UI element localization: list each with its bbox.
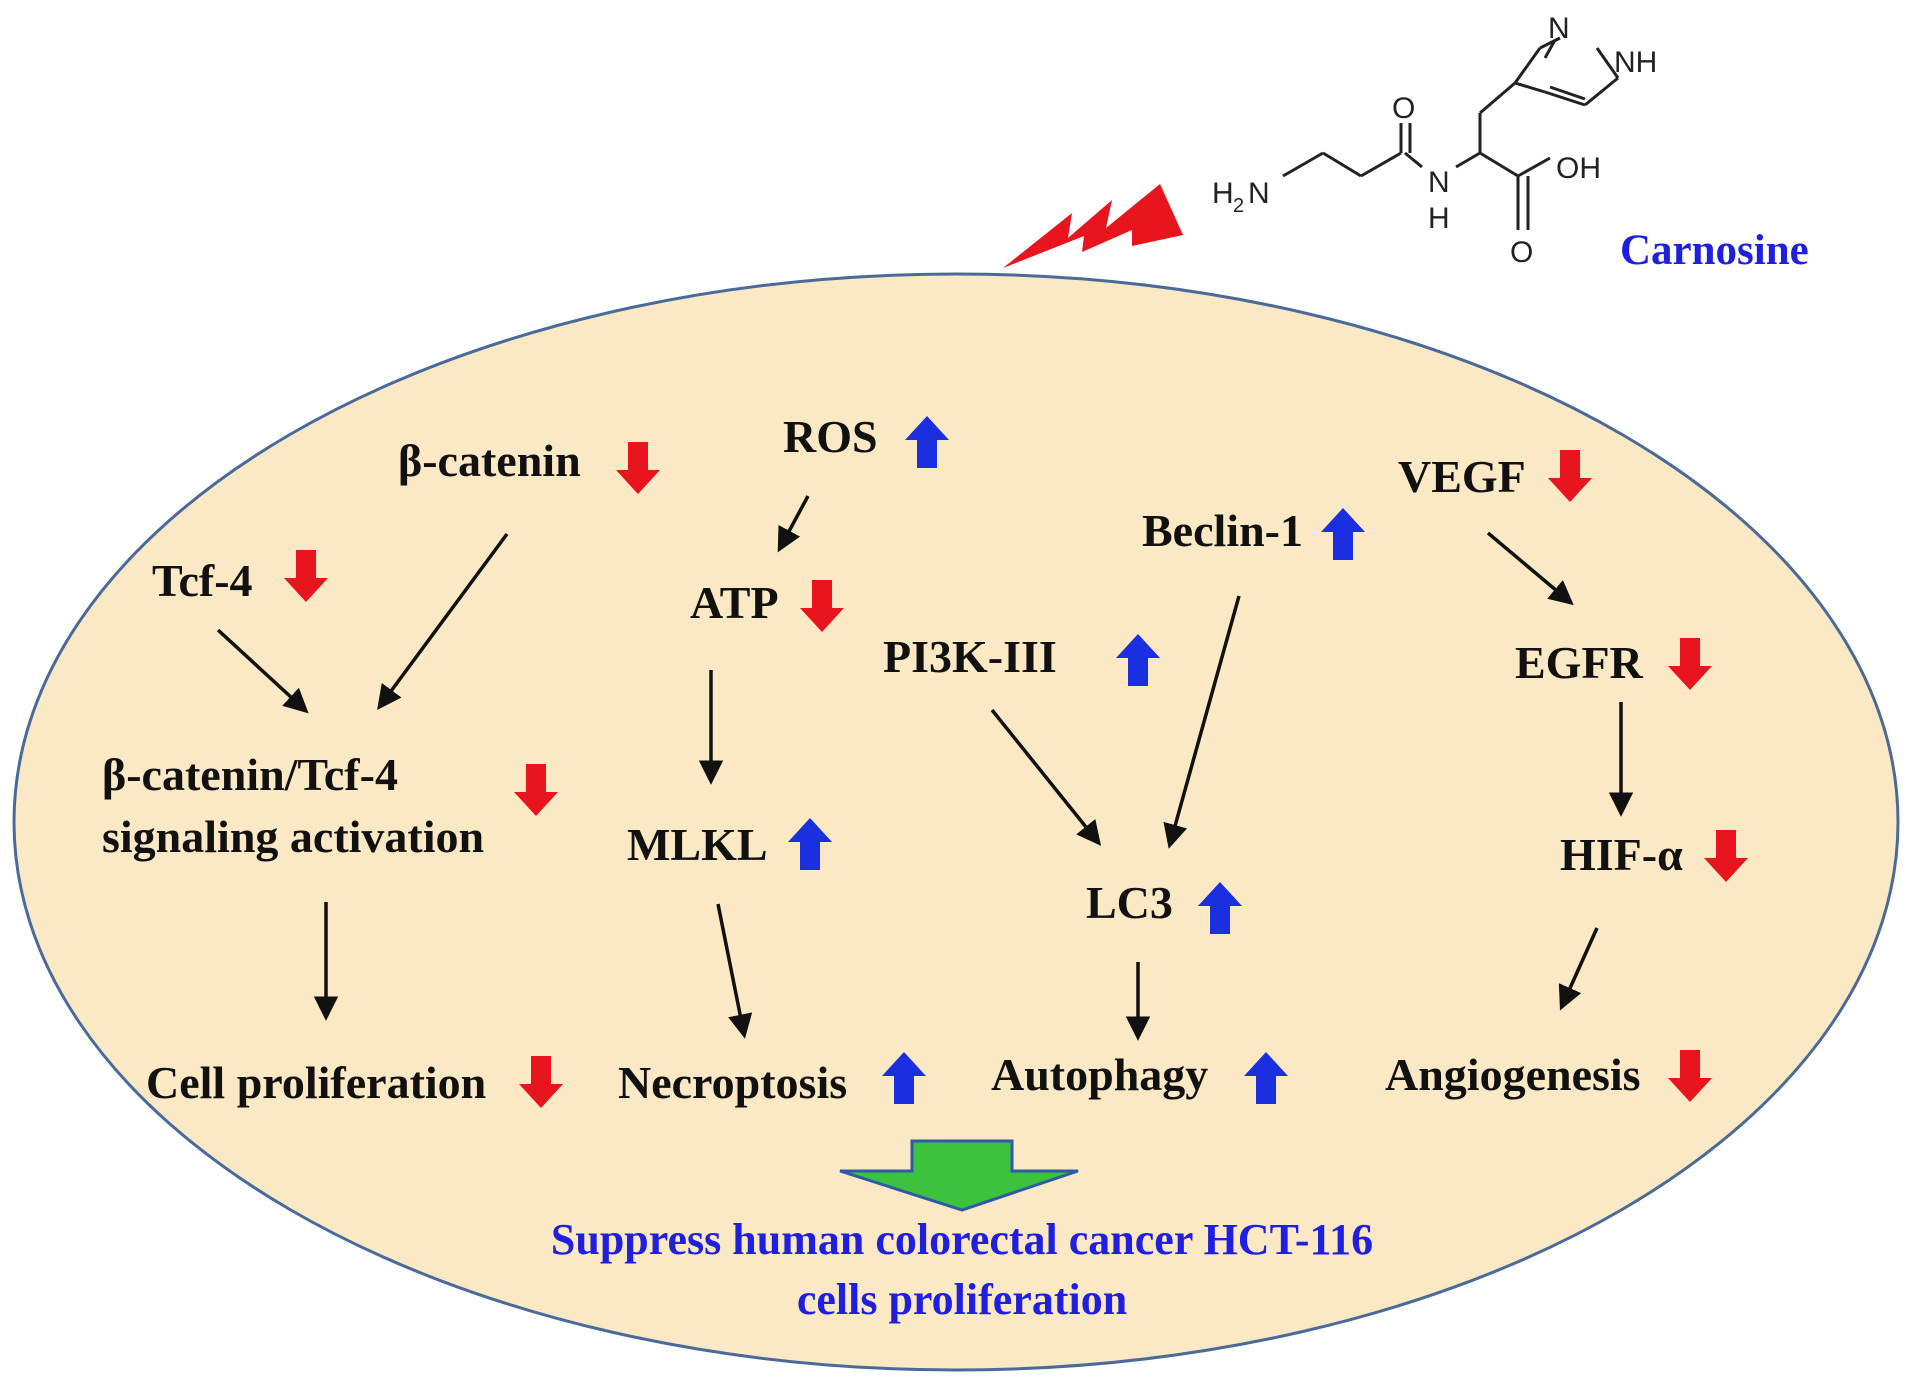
lightning-bolt-icon (1003, 184, 1183, 268)
node-pi3k: PI3K-III (883, 631, 1057, 682)
connectors (216, 495, 1634, 1041)
atom-o-amide: O (1392, 92, 1415, 125)
edge-pi3k-to-lc3 (990, 708, 1102, 846)
cell-ellipse (12, 272, 1900, 1372)
atom-amide-h: H (1428, 202, 1450, 235)
node-angiogenesis: Angiogenesis (1385, 1049, 1641, 1100)
node-lc3: LC3 (1086, 877, 1173, 928)
edge-betacatenin-to-signaling (377, 532, 509, 710)
edge-hif-to-angiogenesis (1558, 927, 1599, 1011)
node-beta-catenin: β-catenin (398, 435, 581, 486)
outcome-arrow-icon (839, 1139, 1079, 1212)
atom-h2n-sub: 2 (1233, 195, 1244, 217)
atom-nh-ring: NH (1614, 46, 1657, 79)
atom-h2n-h: H (1212, 177, 1234, 210)
node-ros: ROS (783, 411, 878, 462)
node-necroptosis: Necroptosis (618, 1057, 847, 1108)
node-tcf4: Tcf-4 (152, 555, 253, 606)
edge-tcf4-to-signaling (216, 628, 309, 714)
atom-h2n-n: N (1248, 177, 1270, 210)
atom-amide-n: N (1428, 166, 1450, 199)
node-mlkl: MLKL (627, 819, 768, 870)
node-beclin: Beclin-1 (1142, 505, 1303, 556)
outcome-line1: Suppress human colorectal cancer HCT-116 (551, 1215, 1373, 1264)
edge-ros-to-atp (777, 495, 810, 553)
edge-mlkl-to-necroptosis (716, 903, 753, 1039)
node-signaling-line2: signaling activation (102, 811, 484, 862)
node-hif: HIF-α (1560, 829, 1683, 880)
node-autophagy: Autophagy (991, 1049, 1208, 1100)
atom-n-ring: N (1548, 12, 1570, 45)
node-vegf: VEGF (1398, 451, 1526, 502)
node-egfr: EGFR (1515, 637, 1644, 688)
atom-oh: OH (1556, 152, 1601, 185)
atom-o-acid: O (1510, 236, 1533, 269)
edge-vegf-to-egfr (1486, 531, 1574, 606)
node-signaling-line1: β-catenin/Tcf-4 (102, 749, 398, 800)
carnosine-structure (1282, 36, 1620, 230)
compound-name: Carnosine (1620, 227, 1809, 274)
outcome-line2: cells proliferation (797, 1275, 1127, 1324)
edge-beclin-to-lc3 (1163, 595, 1241, 849)
node-atp: ATP (690, 577, 779, 628)
node-cell-proliferation: Cell proliferation (146, 1057, 486, 1108)
